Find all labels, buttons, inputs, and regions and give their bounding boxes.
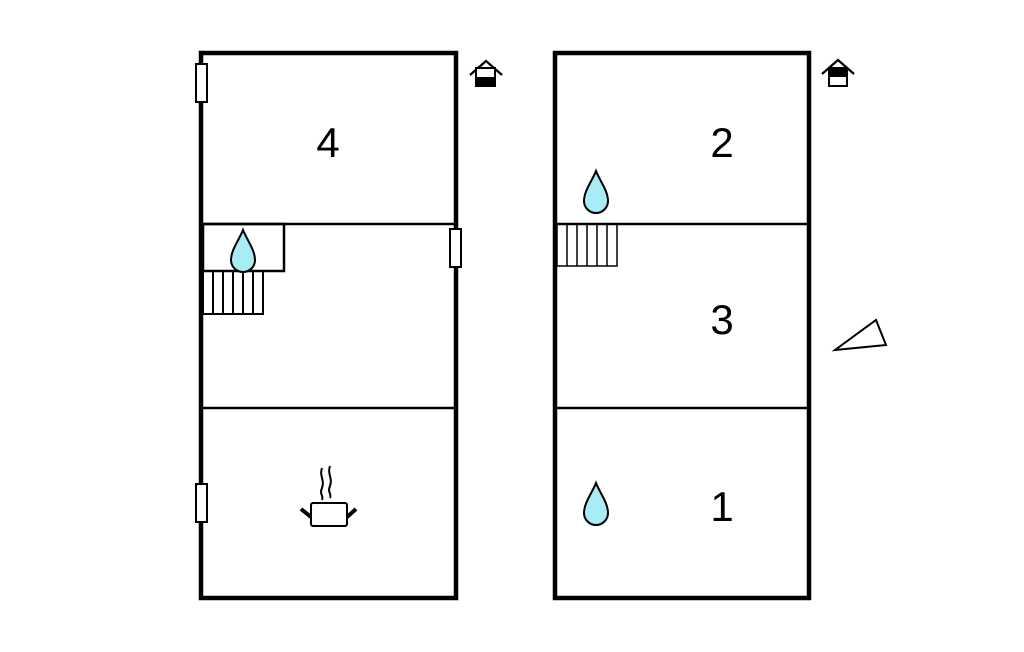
stairs-icon bbox=[556, 223, 618, 267]
water-drop-icon bbox=[583, 170, 609, 214]
stairs-icon bbox=[202, 270, 264, 315]
room-label: 3 bbox=[710, 296, 733, 343]
window-icon bbox=[195, 483, 208, 523]
window-icon bbox=[195, 63, 208, 103]
house-upper-floor-icon bbox=[821, 58, 855, 87]
ground-floor: 4 bbox=[195, 50, 503, 601]
window-icon bbox=[449, 228, 462, 268]
house-ground-floor-icon bbox=[469, 59, 503, 87]
upper-floor: 2 3 1 bbox=[552, 50, 855, 601]
room-label: 2 bbox=[710, 119, 733, 166]
outer-wall bbox=[552, 50, 812, 601]
room-label: 4 bbox=[316, 119, 339, 166]
water-drop-icon bbox=[230, 229, 256, 273]
outer-wall bbox=[198, 50, 459, 601]
cooking-pot-icon bbox=[299, 465, 358, 527]
water-drop-icon bbox=[583, 482, 609, 526]
room-label: 1 bbox=[710, 483, 733, 530]
north-arrow-icon bbox=[831, 318, 888, 352]
